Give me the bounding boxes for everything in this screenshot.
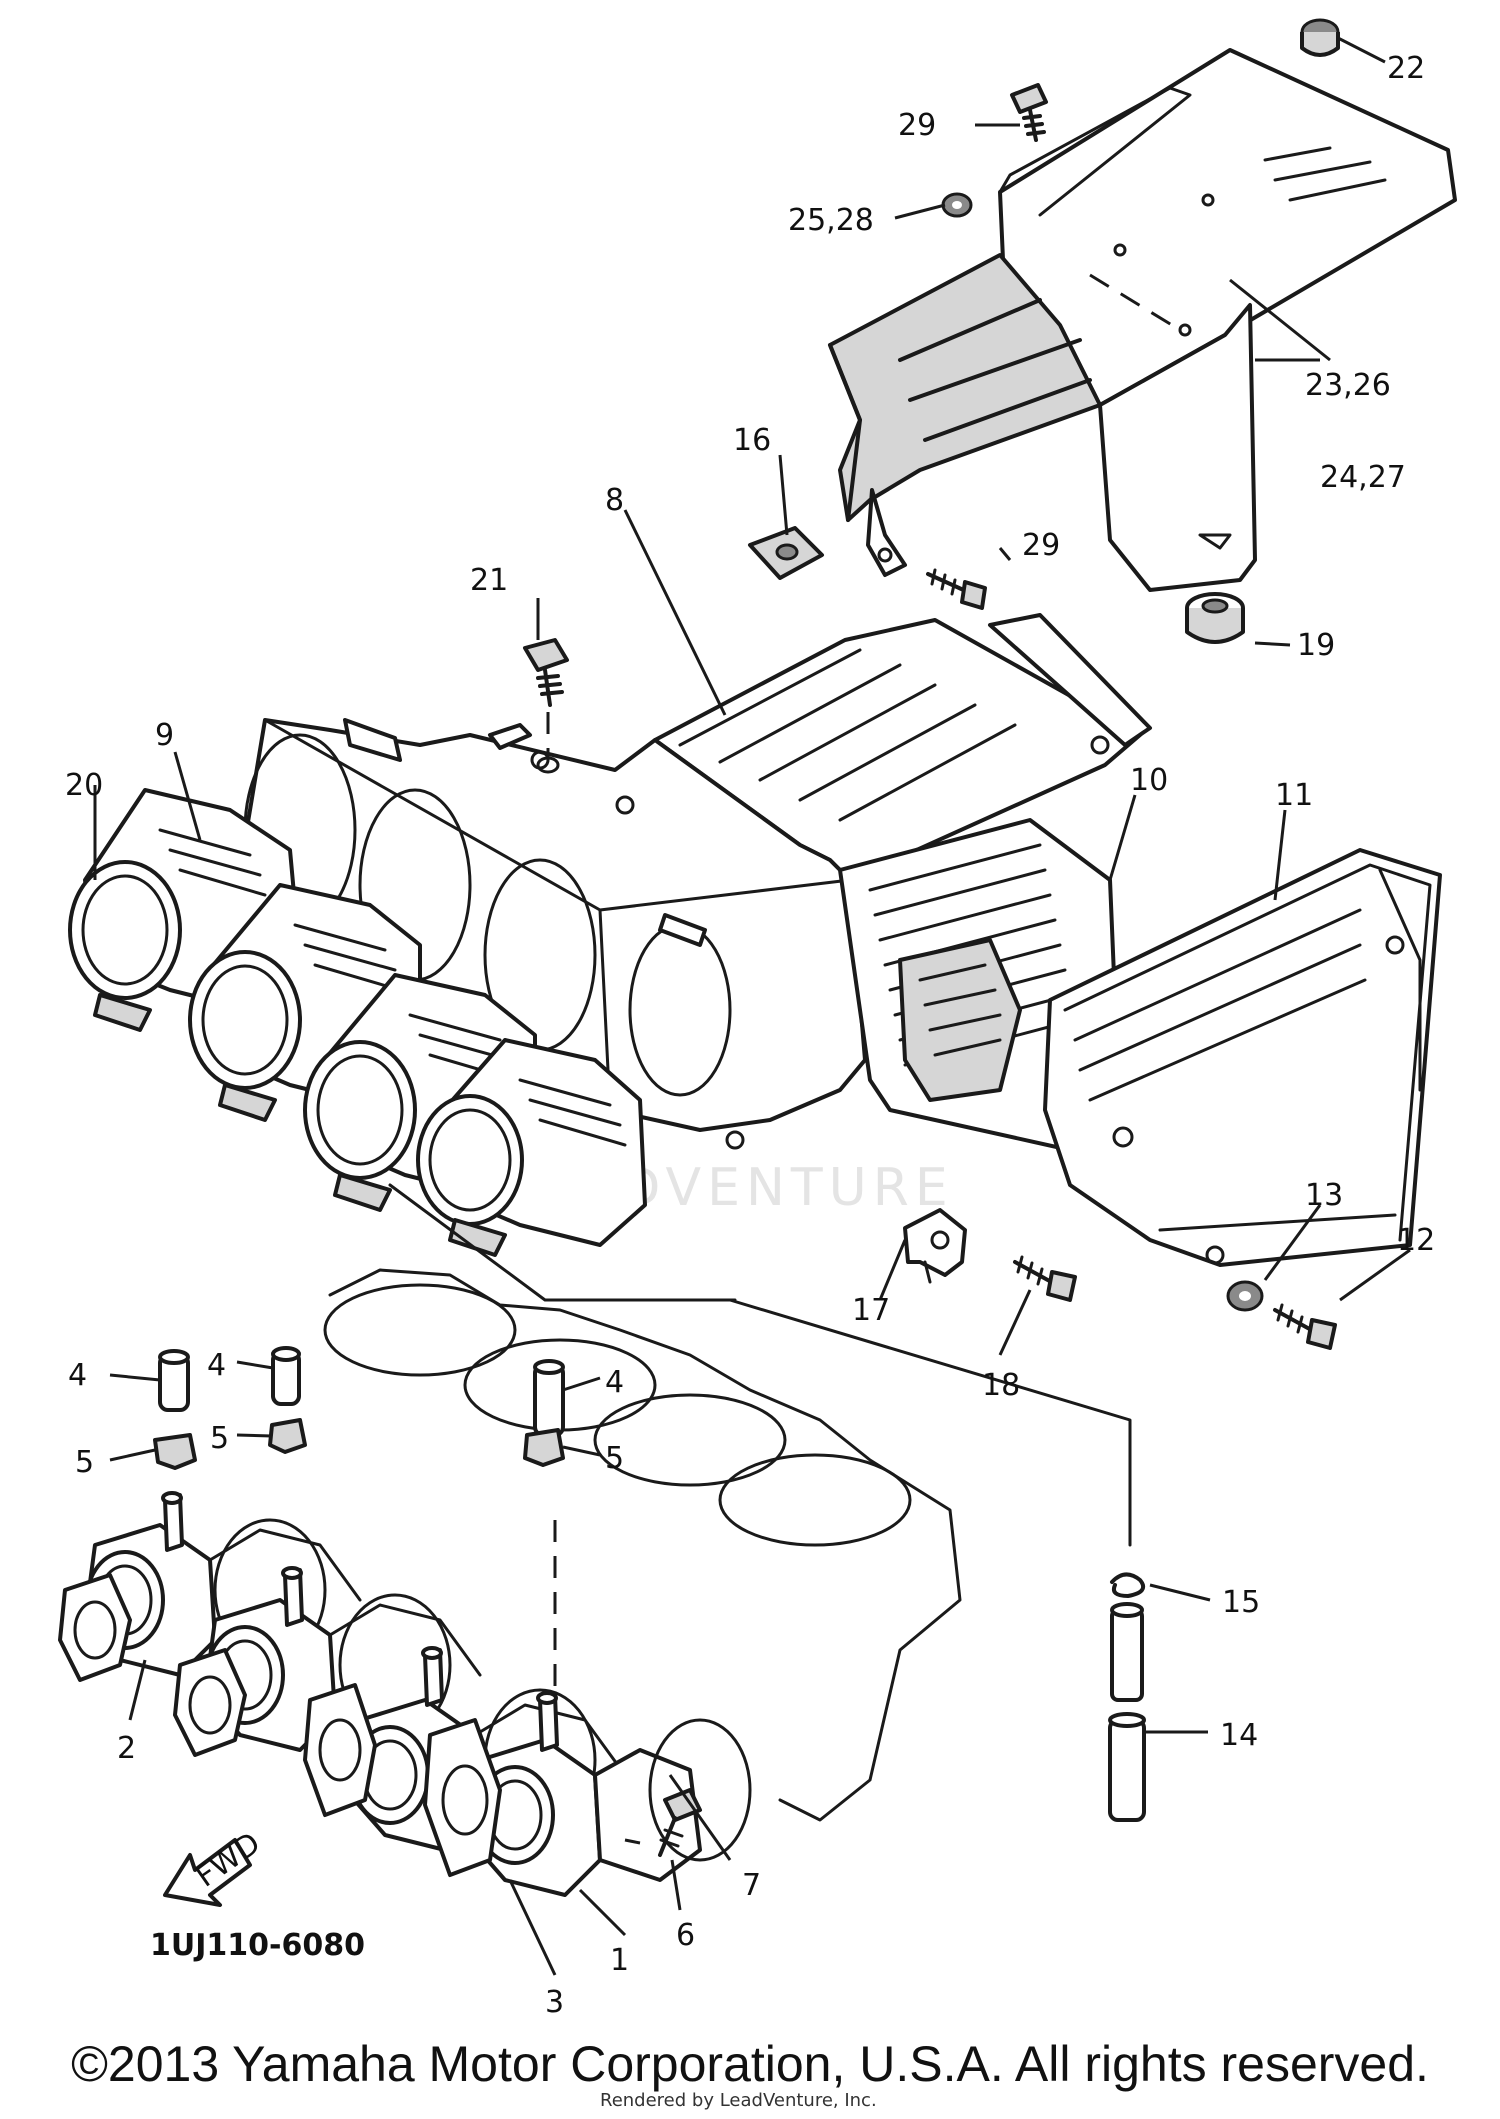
callout-1: 1 <box>610 1943 629 1978</box>
callout-4-c: 4 <box>605 1365 624 1400</box>
cap-4-c <box>533 1359 565 1437</box>
grommet-22 <box>1300 18 1340 57</box>
screw-12 <box>1273 1303 1337 1350</box>
clip-5-c <box>523 1428 565 1467</box>
clip-5-b <box>268 1418 307 1454</box>
callout-18: 18 <box>982 1368 1020 1403</box>
callout-11: 11 <box>1275 778 1313 813</box>
side-cover <box>828 48 1457 592</box>
callout-21: 21 <box>470 563 508 598</box>
callout-24-27: 24,27 <box>1320 460 1406 495</box>
clip-5-a <box>153 1433 197 1470</box>
callout-25-28: 25,28 <box>788 203 874 238</box>
joint-4 <box>416 1038 647 1257</box>
callout-9: 9 <box>155 718 174 753</box>
callout-3: 3 <box>545 1985 564 2020</box>
callout-22: 22 <box>1387 51 1425 86</box>
air-filter-cap <box>1043 848 1442 1267</box>
rendered-by-note: Rendered by LeadVenture, Inc. <box>600 2090 877 2111</box>
callout-2: 2 <box>117 1731 136 1766</box>
washer-25-28 <box>941 192 973 218</box>
callout-17: 17 <box>852 1293 890 1328</box>
callout-labels: 22 29 25,28 23,26 24,27 16 29 19 8 21 9 … <box>65 51 1435 2020</box>
callout-10: 10 <box>1130 763 1168 798</box>
screw-18 <box>1013 1255 1077 1302</box>
callout-29-top: 29 <box>898 108 936 143</box>
cap-4-b <box>271 1346 301 1406</box>
callout-5-a: 5 <box>75 1445 94 1480</box>
callout-14: 14 <box>1220 1718 1258 1753</box>
washer-13 <box>1226 1280 1264 1312</box>
carb-joints <box>58 1491 752 1897</box>
intake-joints <box>68 788 1132 1547</box>
damper-16 <box>748 526 824 580</box>
callout-7: 7 <box>742 1868 761 1903</box>
callout-15: 15 <box>1222 1585 1260 1620</box>
callout-13: 13 <box>1305 1178 1343 1213</box>
callout-5-c: 5 <box>605 1441 624 1476</box>
leader-lines <box>93 36 1411 1976</box>
bolt-6 <box>624 1788 702 1857</box>
callout-23-26: 23,26 <box>1305 368 1391 403</box>
carb-joint-d <box>423 1691 752 1897</box>
callout-5-b: 5 <box>210 1421 229 1456</box>
grommet-19 <box>1185 592 1245 644</box>
forward-arrow: FWD <box>163 1826 267 1907</box>
callout-8: 8 <box>605 483 624 518</box>
callout-20: 20 <box>65 768 103 803</box>
diagram-code: 1UJ110-6080 <box>150 1928 365 1963</box>
callout-6: 6 <box>676 1918 695 1953</box>
callout-19: 19 <box>1297 628 1335 663</box>
callout-4-a: 4 <box>68 1358 87 1393</box>
drain-hose-14 <box>1108 1602 1146 1822</box>
carb-joint-a <box>58 1491 362 1682</box>
clip-15 <box>1110 1572 1145 1598</box>
carb-joint-b <box>173 1566 482 1757</box>
cap-4-a <box>158 1349 190 1412</box>
copyright-notice: ©2013 Yamaha Motor Corporation, U.S.A. A… <box>71 2036 1429 2092</box>
callout-16: 16 <box>733 423 771 458</box>
callout-29-mid: 29 <box>1022 528 1060 563</box>
bracket-17 <box>903 1208 967 1284</box>
screw-29-mid <box>926 568 987 610</box>
callout-12: 12 <box>1397 1223 1435 1258</box>
bolt-21 <box>523 638 569 774</box>
callout-4-b: 4 <box>207 1348 226 1383</box>
bolt-29-top <box>1010 83 1048 142</box>
